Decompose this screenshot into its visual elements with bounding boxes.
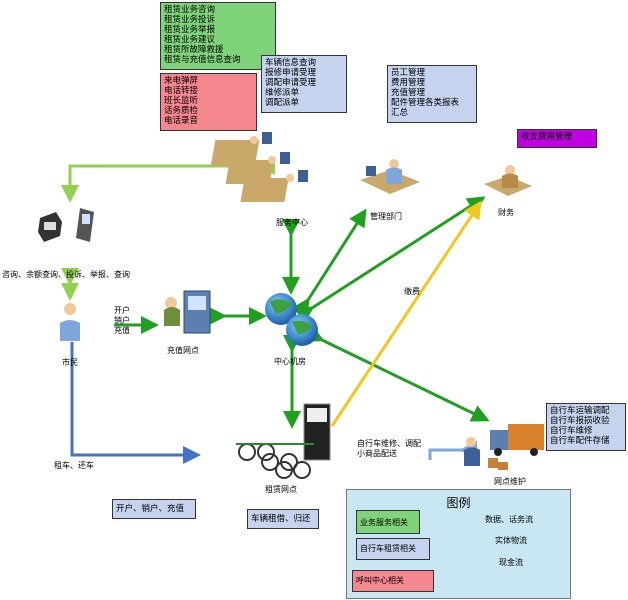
box-line: 报修申请受理 [265, 68, 317, 78]
flow-line: 充值 [114, 326, 130, 335]
box-line: 租赁所故障救援 [164, 45, 224, 55]
box-line: 电话录音 [164, 116, 199, 126]
legend-business-swatch: 业务服务相关 [356, 510, 420, 534]
legend-cash-flow-label: 现金流 [497, 558, 525, 568]
callcenter-functions-box: 来电弹屏 电话转接 班长监听 话务质检 电话录音 [160, 73, 257, 131]
box-line: 租赁业务咨询 [164, 5, 216, 15]
phone-topics-label: 咨询、余额查询、投诉、举报、查询 [2, 270, 130, 279]
box-line: 自行车配件存储 [550, 436, 610, 446]
recharge-point-label: 充值网点 [167, 346, 199, 355]
flow-line: 销户 [114, 316, 130, 325]
flow-line: 开户 [114, 306, 130, 315]
box-line: 租赁与充值信息查询 [164, 55, 241, 65]
rental-business-box: 租赁业务咨询 租赁业务投诉 租赁业务举报 租赁业务建议 租赁所故障救援 租赁与充… [160, 2, 276, 70]
account-flow-label: 开户 销户 充值 [114, 306, 130, 336]
legend-callcenter-swatch: 呼叫中心相关 [352, 570, 434, 592]
globe-server-icon [265, 293, 318, 346]
box-line: 自行车维修 [550, 426, 593, 436]
service-functions-box: 车辆信息查询 报修申请受理 调配申请受理 维修派单 调配派单 [261, 55, 347, 113]
box-line: 调配申请受理 [265, 78, 317, 88]
callcenter-arrow [61, 157, 275, 301]
box-line: 租赁业务建议 [164, 35, 216, 45]
legend-physical-flow-label: 实体物流 [493, 536, 529, 546]
data-flow-arrows [114, 196, 490, 429]
payment-label: 缴费 [404, 287, 420, 296]
box-line: 调配派单 [265, 98, 300, 108]
legend-data-flow-label: 数据、话务流 [483, 515, 535, 525]
repair-flow-label: 自行车维修、调配 小商品配送 [357, 439, 421, 459]
legend-text: 业务服务相关 [360, 518, 408, 527]
box-line: 来电弹屏 [164, 76, 199, 86]
legend: 图例 业务服务相关 自行车租赁相关 呼叫中心相关 数据、话务流 实体物流 现金流 [346, 489, 571, 599]
box-line: 费用管理 [391, 78, 426, 88]
telephone-icon [38, 208, 94, 242]
rental-point-icon [236, 403, 331, 479]
citizen-icon [60, 303, 80, 341]
management-functions-box: 员工管理 费用管理 充值管理 配件管理各类报表 汇总 [387, 65, 477, 123]
box-line: 配件管理各类报表 [391, 98, 460, 108]
box-line: 开户、销户、充值 [116, 504, 185, 514]
management-icon [360, 159, 420, 194]
box-line: 车辆信息查询 [265, 58, 317, 68]
finance-icon [484, 165, 532, 196]
citizen-label: 市民 [62, 358, 78, 367]
box-line: 汇总 [391, 108, 409, 118]
network-maintenance-label: 网点维护 [494, 477, 526, 486]
maintenance-truck-icon [464, 424, 544, 470]
account-ops-box: 开户、销户、充值 [112, 499, 196, 519]
cash-flow-arrow [330, 200, 482, 427]
rent-return-flow-label: 租车、还车 [54, 461, 94, 470]
central-room-label: 中心机房 [274, 357, 306, 366]
box-line: 车辆租借、归还 [251, 514, 311, 524]
box-line: 维修派单 [265, 88, 300, 98]
rental-return-box: 车辆租借、归还 [247, 509, 319, 529]
box-line: 自行车运输调配 [550, 406, 610, 416]
rental-flow-arrow [70, 342, 201, 464]
box-line: 话务质检 [164, 106, 199, 116]
box-line: 租赁业务举报 [164, 25, 216, 35]
network-maintenance-box: 自行车运输调配 自行车报损收验 自行车维修 自行车配件存储 [546, 403, 626, 451]
legend-title: 图例 [446, 496, 471, 510]
box-line: 充值管理 [391, 88, 426, 98]
box-line: 租赁业务投诉 [164, 15, 216, 25]
finance-function-box: 收支费用管理 [517, 129, 597, 148]
legend-rental-swatch: 自行车租赁相关 [356, 538, 430, 560]
rental-point-label: 租赁网点 [265, 485, 297, 494]
finance-label: 财务 [498, 208, 514, 217]
service-center-icon [210, 132, 308, 202]
box-line: 收支费用管理 [521, 132, 573, 142]
box-line: 电话转接 [164, 86, 199, 96]
management-dept-label: 管理部门 [370, 212, 402, 221]
physical-flow-arrow [428, 441, 477, 460]
flow-line: 小商品配送 [357, 449, 397, 458]
box-line: 自行车报损收验 [550, 416, 610, 426]
box-line: 班长监听 [164, 96, 199, 106]
service-center-label: 服务中心 [276, 218, 308, 227]
flow-line: 自行车维修、调配 [357, 439, 421, 448]
legend-text: 自行车租赁相关 [360, 544, 416, 553]
legend-text: 呼叫中心相关 [356, 576, 404, 585]
recharge-kiosk-icon [164, 290, 211, 334]
box-line: 员工管理 [391, 68, 426, 78]
